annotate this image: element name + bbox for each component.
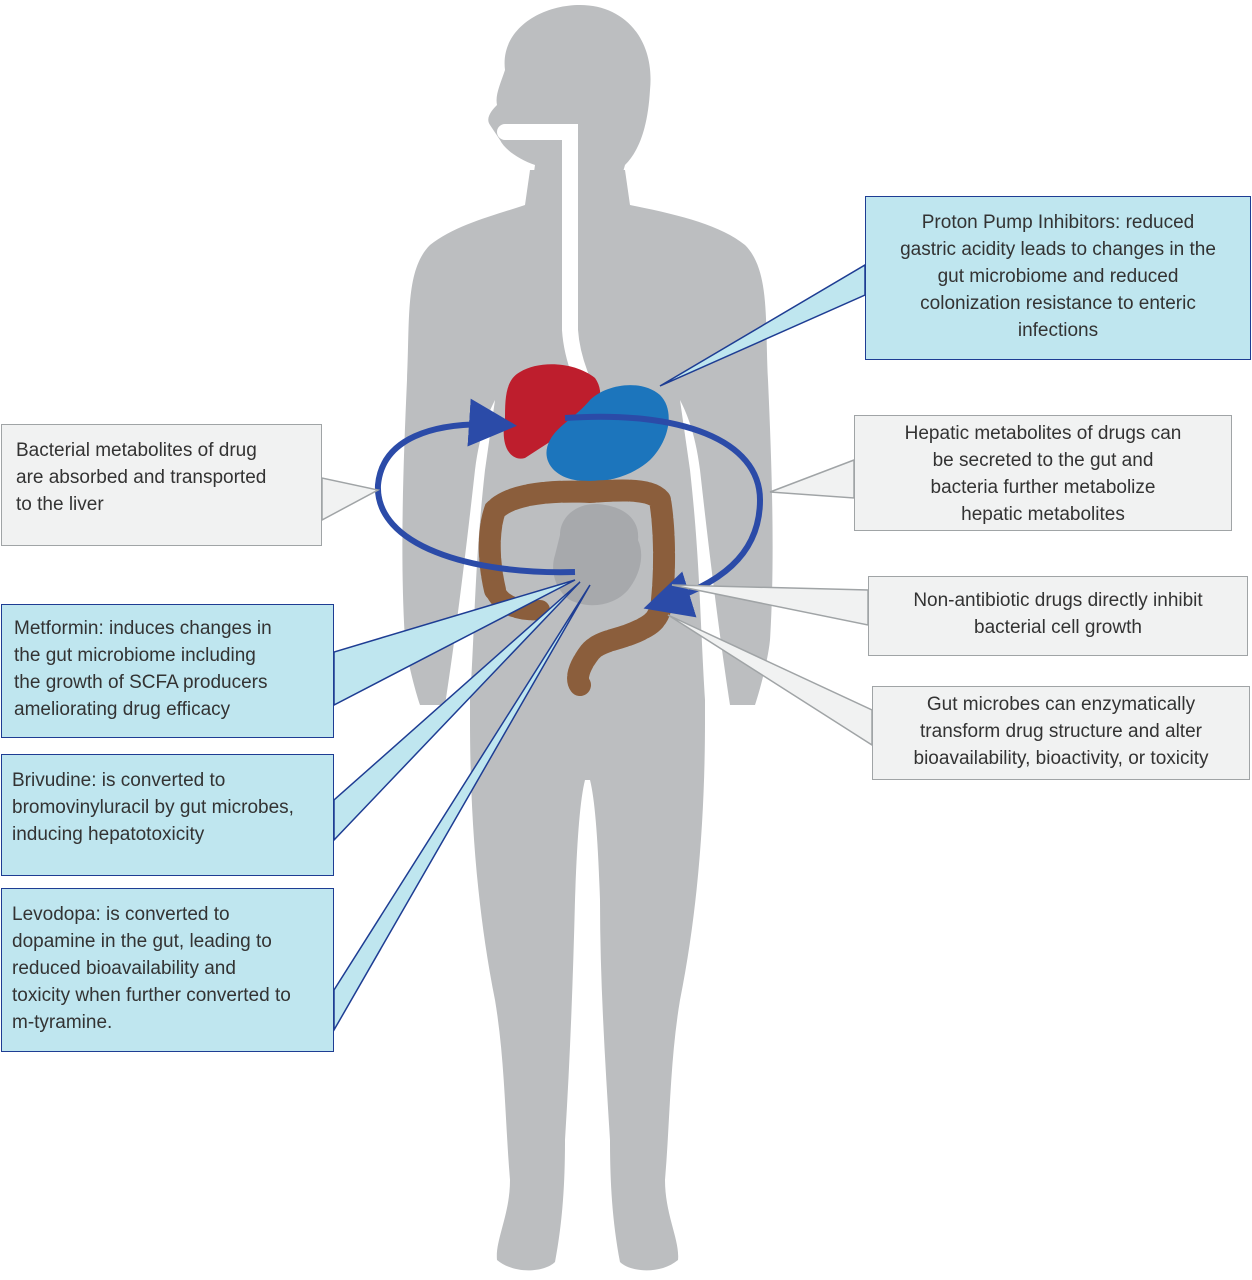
callout-levodopa: Levodopa: is converted to dopamine in th…: [1, 888, 334, 1052]
pointer-bacterial-metabolites: [321, 477, 381, 522]
small-intestine: [553, 504, 642, 606]
callout-proton-pump-inhibitors: Proton Pump Inhibitors: reduced gastric …: [865, 196, 1251, 360]
liver: [503, 364, 601, 459]
callout-hepatic-metabolites: Hepatic metabolites of drugs can be secr…: [854, 415, 1232, 531]
pointer-metformin: [333, 579, 576, 707]
callout-non-antibiotic-drugs: Non-antibiotic drugs directly inhibit ba…: [868, 576, 1248, 656]
colon: [478, 479, 676, 696]
callout-bacterial-metabolites: Bacterial metabolites of drug are absorb…: [1, 424, 322, 546]
callout-brivudine: Brivudine: is converted to bromovinylura…: [1, 754, 334, 876]
callout-gut-microbes: Gut microbes can enzymatically transform…: [872, 686, 1250, 780]
pointer-hepatic-metabolites: [769, 458, 855, 499]
pointer-brivudine: [333, 581, 581, 842]
stomach: [546, 385, 669, 482]
arrow-liver-to-gut: [564, 413, 764, 618]
pointer-levodopa: [333, 584, 591, 1033]
callout-metformin: Metformin: induces changes in the gut mi…: [1, 604, 334, 738]
